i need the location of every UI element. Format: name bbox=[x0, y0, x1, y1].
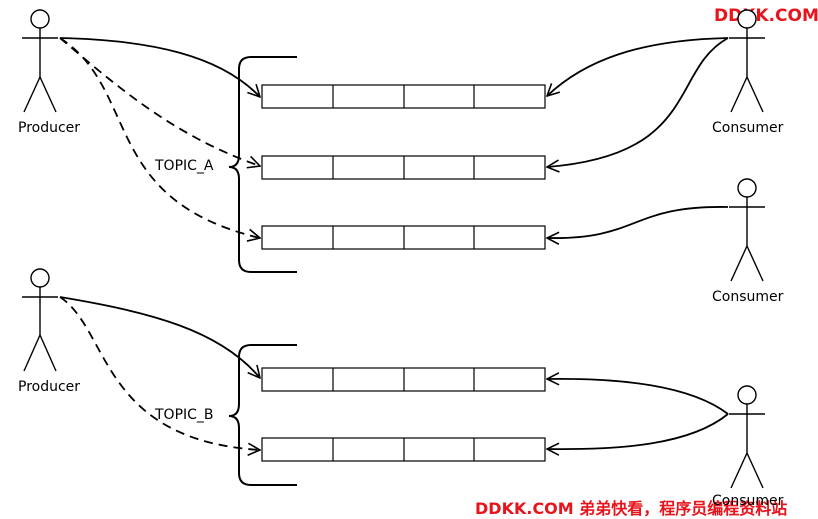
watermark-top: DDKK.COM bbox=[714, 6, 818, 26]
producer-b-arrow-p1 bbox=[59, 296, 260, 450]
consumer-1-label: Consumer bbox=[712, 120, 784, 136]
topic-b-brace bbox=[228, 344, 297, 486]
producer-b-label: Producer bbox=[18, 379, 80, 395]
watermark-bottom: DDKK.COM 弟弟快看，程序员编程资料站 bbox=[475, 499, 787, 518]
consumer-3-actor bbox=[729, 385, 765, 489]
consumer-3-arrow-p0 bbox=[547, 379, 729, 415]
producer-a-arrow-p1 bbox=[59, 37, 260, 166]
consumer-2-arrow-p2 bbox=[547, 206, 729, 238]
consumer-1-arrow-p0 bbox=[547, 37, 729, 96]
consumer-2-actor bbox=[729, 178, 765, 282]
producer-a-arrow-p0 bbox=[59, 37, 260, 97]
producer-a-arrow-p2 bbox=[59, 37, 260, 238]
producer-a-label: Producer bbox=[18, 120, 80, 136]
topic-a-label: TOPIC_A bbox=[154, 158, 214, 174]
producer-b-arrow-p0 bbox=[59, 296, 260, 378]
partition-b-0 bbox=[261, 367, 546, 392]
consumer-3-arrow-p1 bbox=[547, 413, 729, 449]
partition-a-2 bbox=[261, 225, 546, 250]
consumer-2-label: Consumer bbox=[712, 289, 784, 305]
topic-a-brace bbox=[228, 56, 297, 273]
consumer-3-label: Consumer bbox=[712, 493, 784, 509]
consumer-1-arrow-p1 bbox=[547, 37, 729, 167]
topic-b-label: TOPIC_B bbox=[154, 407, 214, 423]
producer-b-actor bbox=[22, 268, 58, 372]
partition-a-1 bbox=[261, 155, 546, 180]
partition-a-0 bbox=[261, 84, 546, 109]
partition-b-1 bbox=[261, 437, 546, 462]
consumer-1-actor bbox=[729, 9, 765, 113]
producer-a-actor bbox=[22, 9, 58, 113]
